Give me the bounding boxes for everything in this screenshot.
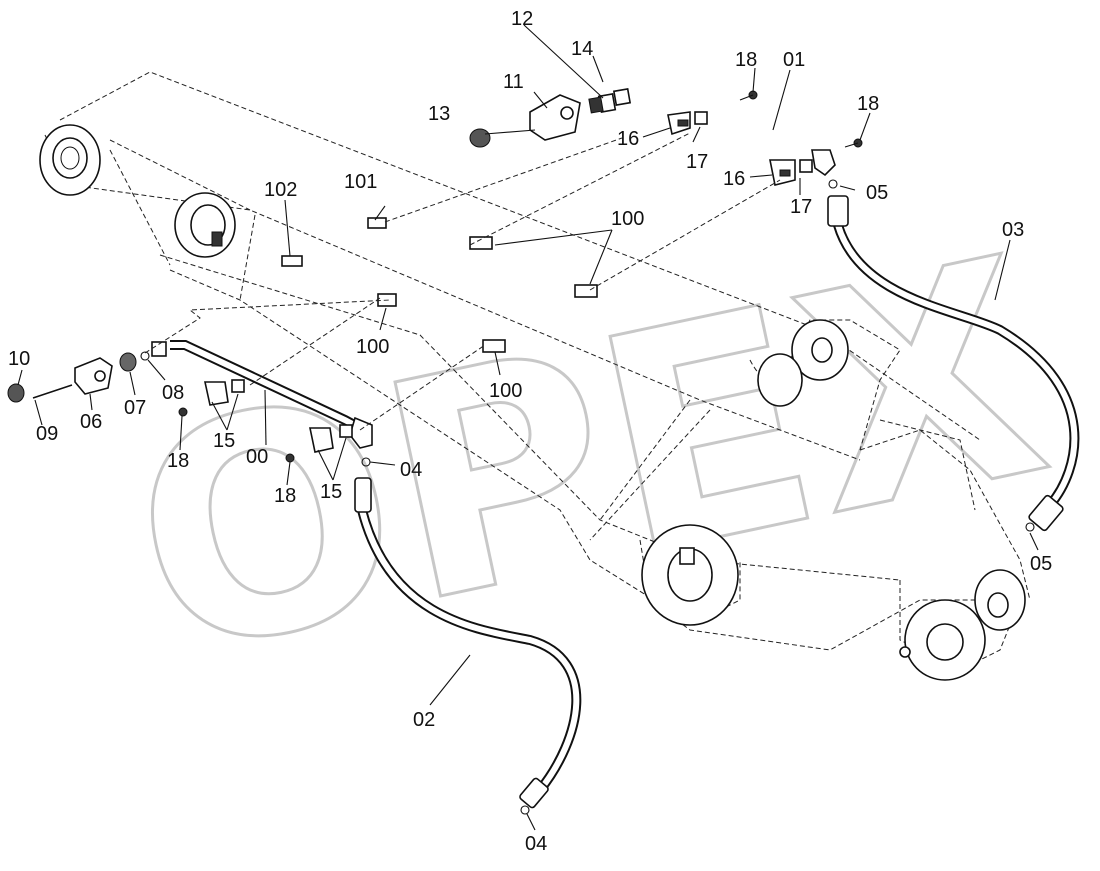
pad-100-a bbox=[469, 236, 493, 250]
dashed-guides bbox=[144, 132, 781, 431]
bolt-09 bbox=[32, 384, 73, 399]
pipe-01 bbox=[588, 82, 836, 177]
callout-14: 14 bbox=[571, 38, 593, 60]
plug-10 bbox=[7, 383, 25, 403]
callout-101: 101 bbox=[344, 171, 377, 193]
pad-100-d bbox=[482, 339, 506, 353]
callout-07: 07 bbox=[124, 397, 146, 419]
pad-101 bbox=[367, 217, 387, 229]
bolt-18-c bbox=[178, 407, 188, 417]
nut-07 bbox=[119, 352, 137, 372]
boom-foot-boss bbox=[39, 124, 101, 196]
callout-04-bottom: 04 bbox=[525, 833, 547, 855]
callout-11: 11 bbox=[503, 71, 524, 93]
callout-05-right: 05 bbox=[1030, 553, 1052, 575]
clip-16-17-b bbox=[769, 159, 813, 186]
plug-13 bbox=[469, 128, 491, 148]
boom-end-boss bbox=[899, 569, 1026, 681]
callout-03: 03 bbox=[1002, 219, 1024, 241]
pad-102 bbox=[281, 255, 303, 267]
oring-08 bbox=[140, 351, 150, 361]
callout-01: 01 bbox=[783, 49, 805, 71]
callout-06: 06 bbox=[80, 411, 102, 433]
callout-10: 10 bbox=[8, 348, 30, 370]
callout-100-low: 100 bbox=[489, 380, 522, 402]
callout-02: 02 bbox=[413, 709, 435, 731]
callout-18-top: 18 bbox=[735, 49, 757, 71]
callout-05-top: 05 bbox=[866, 182, 888, 204]
leader-lines bbox=[17, 24, 1039, 831]
boom-middle-boss bbox=[174, 192, 236, 258]
hose-03 bbox=[827, 195, 1080, 532]
callout-15-a: 15 bbox=[213, 430, 235, 452]
oring-04-b bbox=[520, 805, 530, 815]
callout-100-top: 100 bbox=[611, 208, 644, 230]
callout-16-a: 16 bbox=[617, 128, 639, 150]
callout-18-right: 18 bbox=[857, 93, 879, 115]
callout-100-mid: 100 bbox=[356, 336, 389, 358]
callout-18-left: 18 bbox=[167, 450, 189, 472]
callout-04-top: 04 bbox=[400, 459, 422, 481]
bolt-18-b bbox=[844, 138, 863, 148]
callout-17-a: 17 bbox=[686, 151, 708, 173]
callout-15-b: 15 bbox=[320, 481, 342, 503]
hose-02 bbox=[354, 477, 582, 809]
block-11 bbox=[529, 94, 581, 141]
boom-right-boss bbox=[757, 319, 849, 407]
boom-lower-boss bbox=[641, 524, 739, 626]
pipe-00 bbox=[151, 340, 373, 449]
block-06 bbox=[74, 357, 113, 395]
pad-100-b bbox=[574, 284, 598, 298]
callout-16-b: 16 bbox=[723, 168, 745, 190]
clip-15-a bbox=[204, 379, 245, 406]
callout-18-low: 18 bbox=[274, 485, 296, 507]
oring-05-b bbox=[1025, 522, 1035, 532]
callout-17-b: 17 bbox=[790, 196, 812, 218]
clip-15-b bbox=[309, 424, 353, 453]
callout-09: 09 bbox=[36, 423, 58, 445]
bolt-18-d bbox=[285, 453, 295, 463]
bolt-18-a bbox=[739, 90, 758, 101]
callout-08: 08 bbox=[162, 382, 184, 404]
oring-05-a bbox=[828, 179, 838, 189]
callout-00: 00 bbox=[246, 446, 268, 468]
callout-102: 102 bbox=[264, 179, 297, 201]
callout-13: 13 bbox=[428, 103, 450, 125]
callout-12: 12 bbox=[511, 8, 533, 30]
clip-16-17-a bbox=[667, 111, 708, 136]
